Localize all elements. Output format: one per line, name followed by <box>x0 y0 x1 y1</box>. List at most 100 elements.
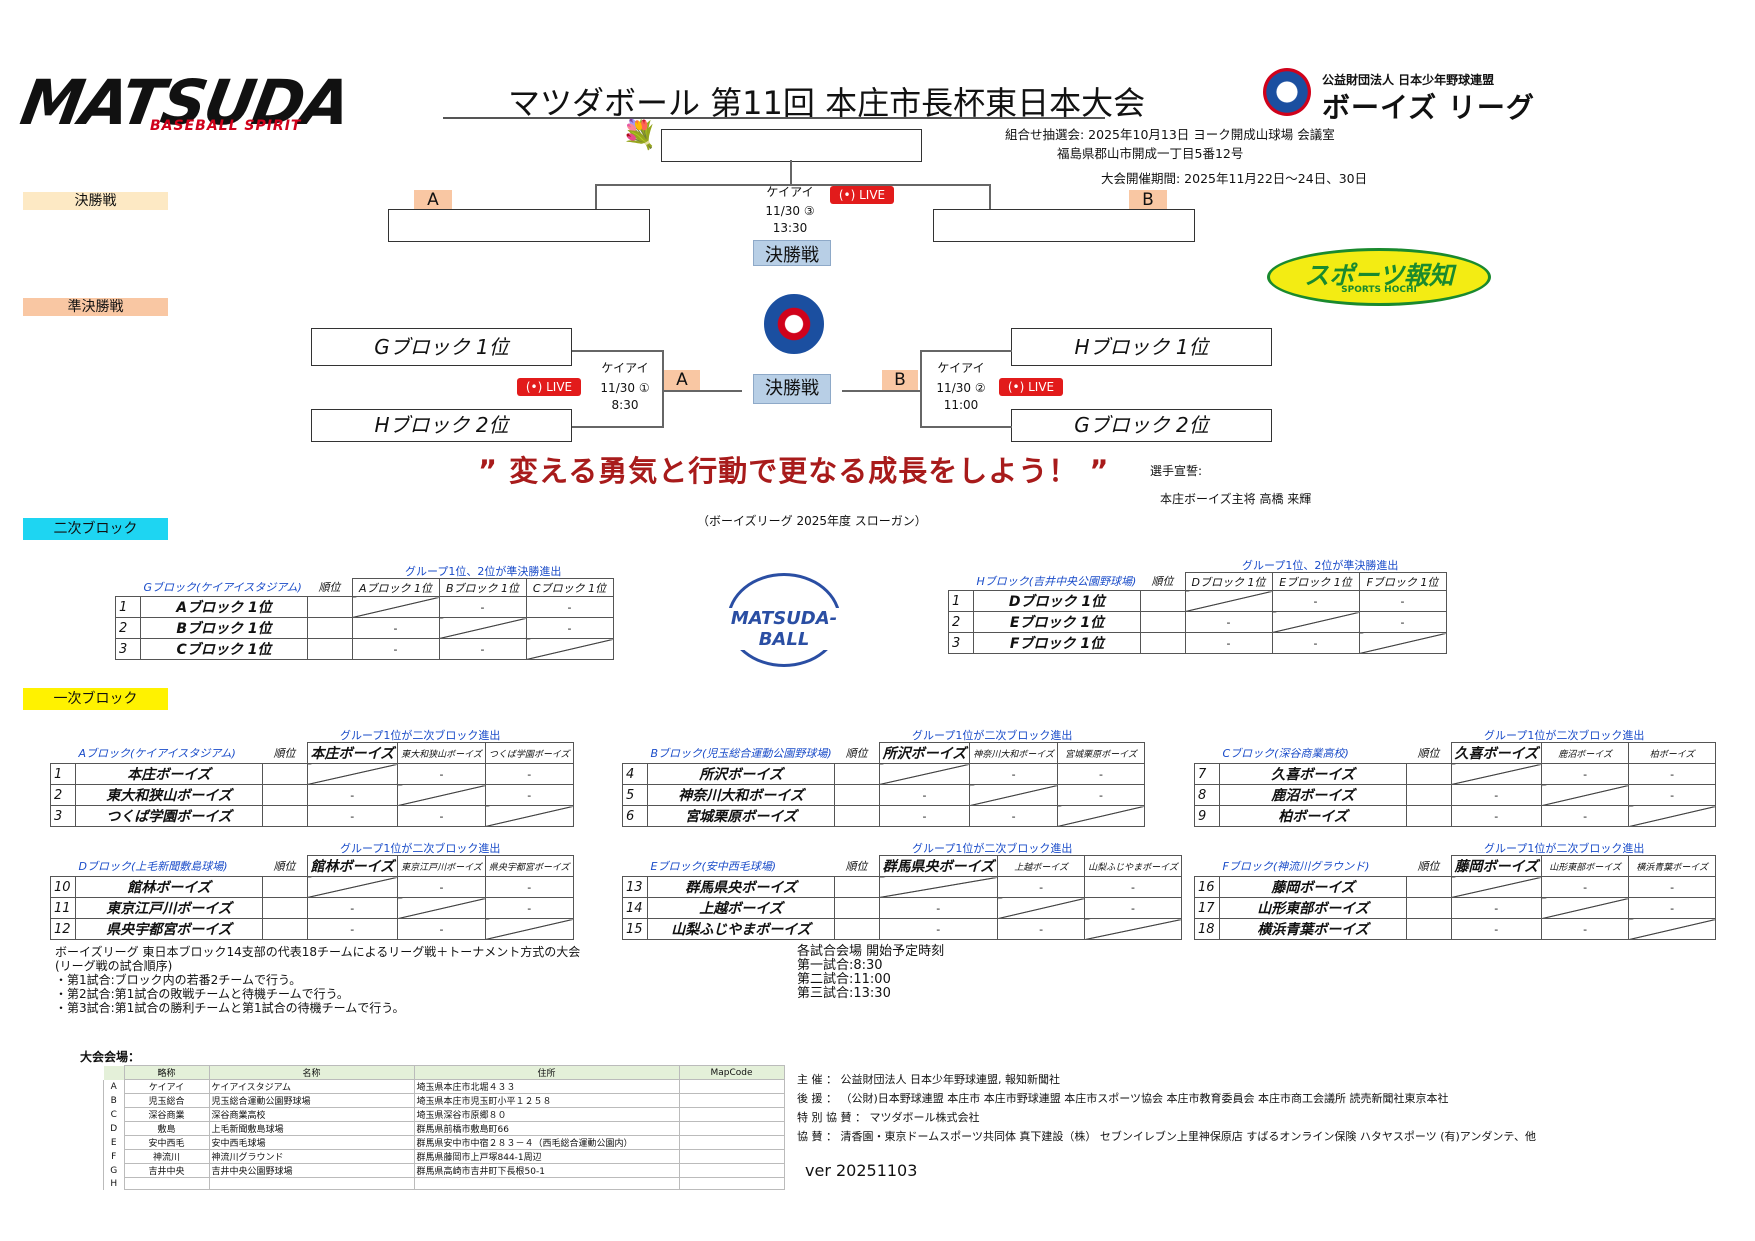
diagonal-cell <box>1184 590 1273 612</box>
second-block-table-g: Gブロック(ケイアイスタジアム) 順位 Aブロック 1位 Bブロック 1位 Cブ… <box>115 578 614 660</box>
team-name: Bブロック 1位 <box>140 617 308 639</box>
col-header: Fブロック 1位 <box>1358 572 1447 591</box>
diagonal-cell <box>1056 805 1145 827</box>
venue-name: 深谷商業高校 <box>208 1107 415 1122</box>
venue-abbr <box>123 1177 210 1190</box>
venue-header: 名称 <box>208 1065 415 1080</box>
final-venue: ケイアイ <box>766 185 814 199</box>
team-name: 東大和狭山ボーイズ <box>75 784 263 806</box>
note-line: ・第2試合:第1試合の敗戦チームと待機チームで行う。 <box>55 987 349 1001</box>
venue-name: ケイアイスタジアム <box>208 1079 415 1094</box>
schedule-game1: 第一試合:8:30 <box>797 958 883 973</box>
rank-cell <box>307 596 353 618</box>
second-h-advance: グループ1位、2位が準決勝進出 <box>1242 559 1399 572</box>
score-cell: - <box>1450 784 1543 806</box>
team-name: Dブロック 1位 <box>973 590 1141 612</box>
semi-left-live-label: LIVE <box>546 380 573 394</box>
venue-key: A <box>103 1079 125 1094</box>
live-icon: (•) <box>525 380 543 394</box>
semi-right-live-button[interactable]: (•) LIVE <box>999 378 1063 396</box>
score-cell: - <box>1628 897 1717 919</box>
rank-cell <box>1406 876 1452 898</box>
venue-address: 群馬県安中市中宿２８３－４（西毛総合運動公園内） <box>413 1135 680 1150</box>
final-time: 13:30 <box>772 221 808 235</box>
rank-cell <box>834 784 880 806</box>
note-line: ・第1試合:ブロック内の若番2チームで行う。 <box>55 973 302 987</box>
diagonal-cell <box>1450 876 1543 898</box>
team-name: 所沢ボーイズ <box>646 763 836 785</box>
team-name: 上越ボーイズ <box>647 897 835 919</box>
score-cell: - <box>1541 805 1630 827</box>
row-number: 11 <box>50 897 76 919</box>
diagonal-cell <box>1541 784 1630 806</box>
score-cell: - <box>1056 763 1145 785</box>
final-live-button[interactable]: (•) LIVE <box>830 186 894 204</box>
table-row: 3 Cブロック 1位 - - <box>115 638 614 660</box>
row-number: 1 <box>115 596 141 618</box>
team-name: つくば学園ボーイズ <box>75 805 263 827</box>
score-cell: - <box>1084 876 1182 898</box>
sports-hochi-logo-main: スポーツ報知 <box>1304 261 1454 290</box>
semi-right-date: 11/30 ② <box>936 381 986 395</box>
row-number: 1 <box>948 590 974 612</box>
rank-cell <box>262 784 308 806</box>
team-name: 久喜ボーイズ <box>1219 763 1407 785</box>
venue-address: 埼玉県深谷市原郷８０ <box>413 1107 680 1122</box>
team-name: 宮城栗原ボーイズ <box>646 805 836 827</box>
rank-cell <box>262 918 308 940</box>
venue-mapcode <box>678 1135 785 1150</box>
venue-address: 群馬県藤岡市上戸塚844-1周辺 <box>413 1149 680 1164</box>
sponsor-host: 主 催 ： 公益財団法人 日本少年野球連盟, 報知新聞社 <box>797 1073 1060 1086</box>
score-cell: - <box>1541 918 1630 940</box>
stage-semifinal-label: 準決勝戦 <box>23 298 168 316</box>
rank-cell <box>834 897 880 919</box>
row-number: 7 <box>1194 763 1220 785</box>
venue-header: 住所 <box>413 1065 680 1080</box>
row-number: 3 <box>948 632 974 654</box>
notes-block: ボーイズリーグ 東日本ブロック14支部の代表18チームによるリーグ戦＋トーナメン… <box>55 945 580 1015</box>
score-cell: - <box>525 596 614 618</box>
venue-name: 安中西毛球場 <box>208 1135 415 1150</box>
rank-cell <box>1406 763 1452 785</box>
venue-mapcode <box>678 1107 785 1122</box>
score-cell: - <box>1271 590 1360 612</box>
group-name: Eブロック(安中西毛球場) <box>650 859 777 873</box>
first-group-advance: グループ1位が二次ブロック進出 <box>912 729 1073 742</box>
diagonal-cell <box>1358 632 1447 654</box>
score-cell: - <box>1056 784 1145 806</box>
semi-left-venue: ケイアイ <box>601 361 649 375</box>
col-header: 柏ボーイズ <box>1628 742 1717 764</box>
col-header: Eブロック 1位 <box>1271 572 1360 591</box>
venue-mapcode <box>678 1149 785 1164</box>
row-number: 1 <box>50 763 76 785</box>
sponsor-special: 特 別 協 賛 ： マツダボール株式会社 <box>797 1111 980 1124</box>
rank-cell <box>834 805 880 827</box>
score-cell: - <box>397 918 486 940</box>
diagonal-cell <box>997 897 1086 919</box>
col-header: 所沢ボーイズ <box>878 742 971 764</box>
venue-header: MapCode <box>678 1065 785 1080</box>
schedule-game2: 第二試合:11:00 <box>797 972 891 987</box>
diagonal-cell <box>1628 805 1717 827</box>
venue-address: 群馬県前橋市敷島町66 <box>413 1121 680 1136</box>
live-icon: (•) <box>1007 380 1025 394</box>
col-header: 東京江戸川ボーイズ <box>397 855 486 877</box>
final-team-a-box <box>388 209 650 242</box>
diagonal-cell <box>878 763 971 785</box>
oath-label: 選手宣誓: <box>1150 464 1203 478</box>
semi-left-live-button[interactable]: (•) LIVE <box>517 378 581 396</box>
team-name: 柏ボーイズ <box>1219 805 1407 827</box>
final-tag-b: B <box>1129 190 1167 210</box>
score-cell: - <box>1184 611 1273 633</box>
score-cell: - <box>438 596 527 618</box>
semi-right-top-box: Hブロック 1位 <box>1011 328 1272 366</box>
col-header: 本庄ボーイズ <box>306 742 399 764</box>
semi-right-bottom-box: Gブロック 2位 <box>1011 409 1272 442</box>
